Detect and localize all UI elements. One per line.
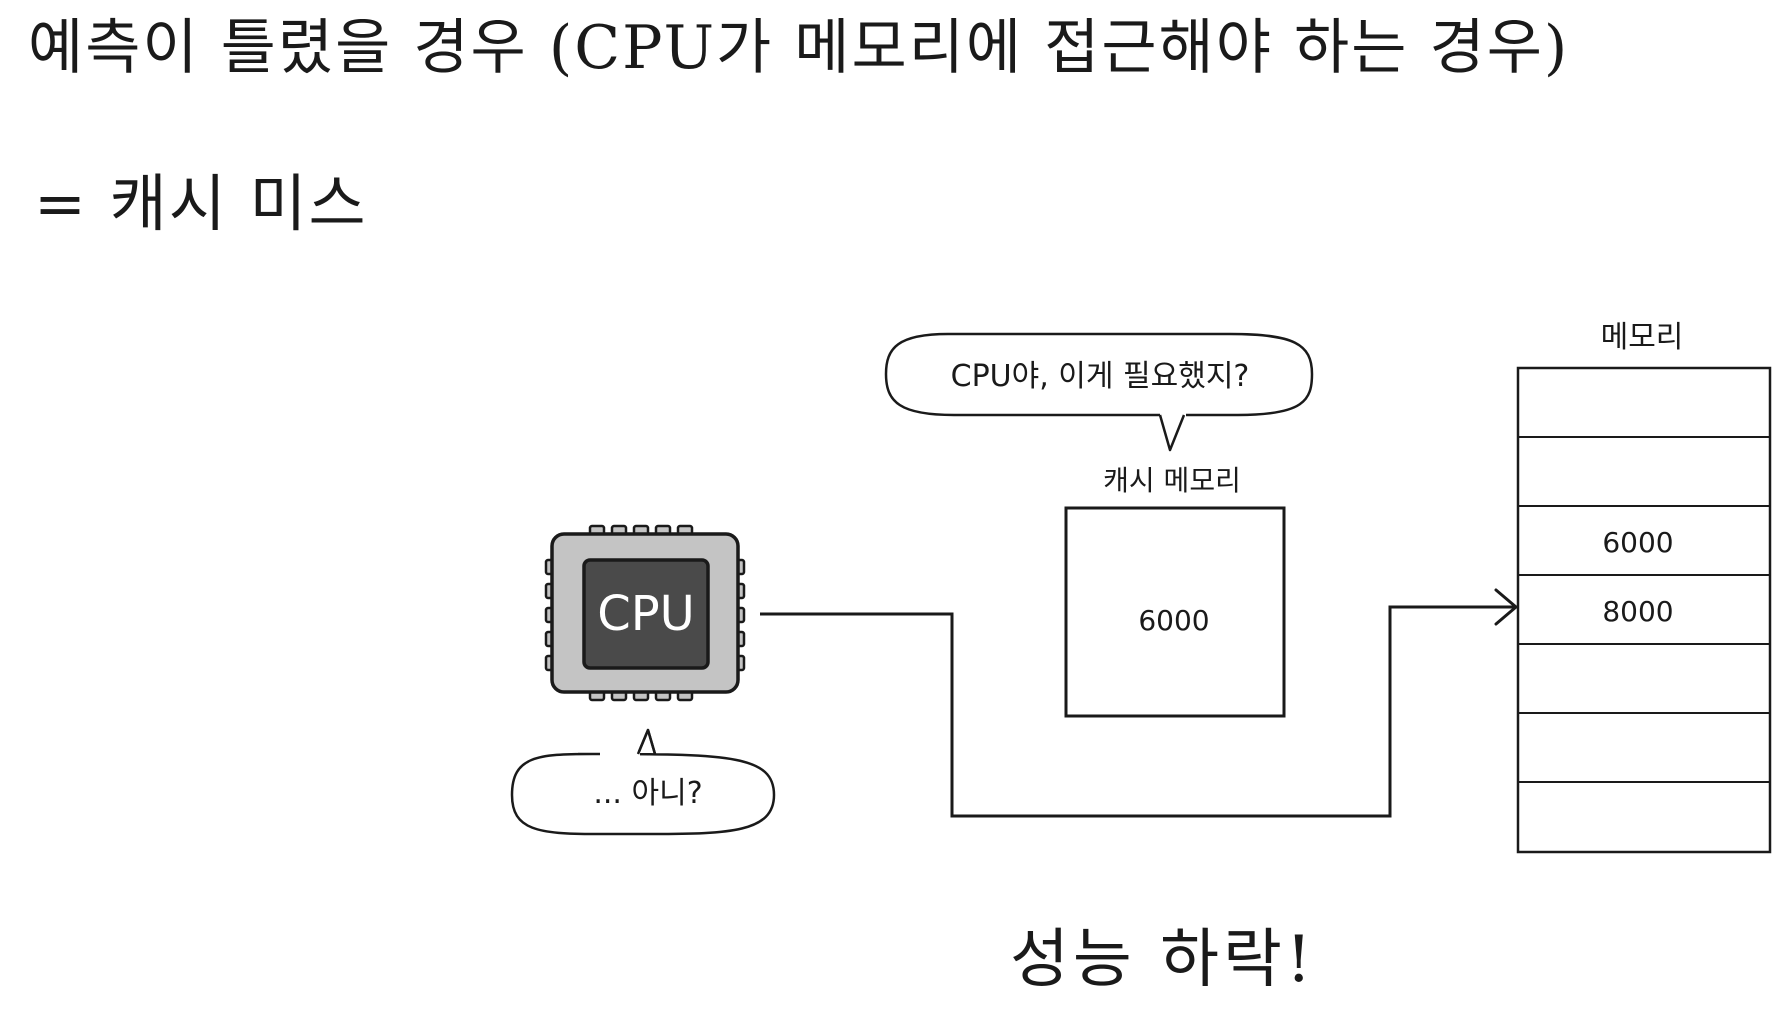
cache-speech-text: CPU야, 이게 필요했지?: [951, 359, 1250, 394]
cache-speech-bubble: CPU야, 이게 필요했지?: [884, 332, 1314, 452]
memory-cell-dividers: [1518, 436, 1770, 783]
cache-memory-label: 캐시 메모리: [1103, 464, 1241, 497]
cpu-speech-text: ... 아니?: [593, 776, 702, 811]
cache-memory-box: [1064, 506, 1286, 718]
conclusion-text: 성능 하락!: [1010, 923, 1316, 997]
slide-subtitle: = 캐시 미스: [34, 167, 368, 240]
memory-cell-value: 6000: [1602, 526, 1673, 559]
cpu-chip: CPU: [544, 524, 746, 702]
slide-title: 예측이 틀렸을 경우 (CPU가 메모리에 접근해야 하는 경우): [28, 13, 1570, 83]
cpu-speech-bubble: ... 아니?: [510, 728, 776, 836]
cpu-label: CPU: [597, 586, 695, 642]
cpu-chip-core: [582, 558, 710, 670]
memory-label: 메모리: [1601, 320, 1684, 355]
cache-memory: 캐시 메모리 6000: [1064, 464, 1286, 718]
memory-box: [1516, 366, 1772, 854]
arrow-head: [1494, 588, 1518, 626]
main-memory: 메모리 6000 8000: [1516, 320, 1772, 854]
memory-cell-value: 8000: [1602, 595, 1673, 628]
cpu-to-memory-line: [760, 605, 1514, 818]
cache-memory-value: 6000: [1138, 604, 1209, 637]
